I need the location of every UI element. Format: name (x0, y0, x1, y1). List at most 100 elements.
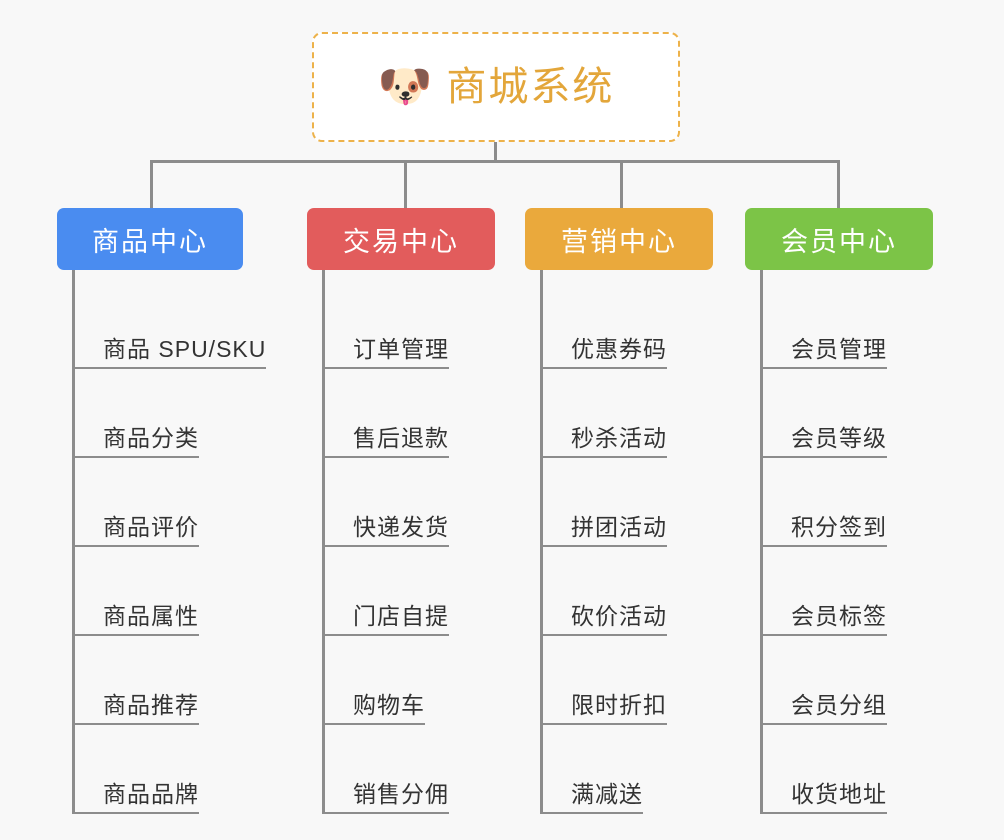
leaf-item-underline: 优惠券码 (540, 335, 667, 369)
shiba-dog-emoji-icon: 🐶 (377, 62, 433, 111)
leaf-item-label: 商品属性 (103, 602, 199, 629)
leaf-item[interactable]: 满减送 (540, 725, 713, 814)
leaf-item-underline: 商品属性 (72, 602, 199, 636)
connector-trunk (322, 270, 325, 814)
leaf-item-label: 积分签到 (791, 513, 887, 540)
leaf-item-underline: 快递发货 (322, 513, 449, 547)
leaf-item-label: 售后退款 (353, 424, 449, 451)
leaf-item-underline: 会员标签 (760, 603, 887, 636)
leaf-item-label: 商品品牌 (103, 780, 199, 807)
branch-column-1: 交易中心订单管理售后退款快递发货门店自提购物车销售分佣 (307, 208, 495, 814)
leaf-item-underline: 限时折扣 (540, 691, 667, 725)
leaf-item-underline: 商品品牌 (72, 780, 199, 814)
leaf-item[interactable]: 门店自提 (322, 547, 495, 636)
leaf-item-underline: 会员分组 (760, 691, 887, 725)
leaf-item-label: 优惠券码 (571, 335, 667, 362)
leaf-item[interactable]: 会员管理 (760, 280, 933, 369)
leaf-item-label: 销售分佣 (353, 780, 449, 807)
category-card-2[interactable]: 营销中心 (525, 208, 713, 270)
category-title: 交易中心 (343, 226, 459, 257)
connector-drop-1 (404, 160, 407, 208)
connector-root-stem (494, 142, 497, 162)
connector-bus (150, 160, 840, 163)
leaf-item[interactable]: 拼团活动 (540, 458, 713, 547)
leaf-item-label: 会员等级 (791, 424, 887, 451)
leaf-item-underline: 售后退款 (322, 424, 449, 458)
leaf-item[interactable]: 订单管理 (322, 280, 495, 369)
category-card-1[interactable]: 交易中心 (307, 208, 495, 270)
leaf-item-underline: 商品推荐 (72, 691, 199, 725)
leaf-list: 优惠券码秒杀活动拼团活动砍价活动限时折扣满减送 (525, 270, 713, 814)
leaf-item[interactable]: 售后退款 (322, 369, 495, 458)
leaf-item-label: 砍价活动 (571, 602, 667, 629)
connector-trunk (540, 270, 543, 814)
connector-trunk (72, 270, 75, 814)
leaf-item[interactable]: 会员等级 (760, 369, 933, 458)
leaf-list: 订单管理售后退款快递发货门店自提购物车销售分佣 (307, 270, 495, 814)
leaf-item[interactable]: 限时折扣 (540, 636, 713, 725)
leaf-list: 商品 SPU/SKU 商品分类商品评价商品属性商品推荐商品品牌 (57, 270, 267, 814)
leaf-item-label: 商品推荐 (103, 691, 199, 718)
category-title: 会员中心 (781, 226, 897, 257)
leaf-item[interactable]: 销售分佣 (322, 725, 495, 814)
leaf-item[interactable]: 商品品牌 (72, 725, 266, 814)
connector-drop-2 (620, 160, 623, 208)
leaf-item-underline: 收货地址 (760, 780, 887, 814)
category-card-3[interactable]: 会员中心 (745, 208, 933, 270)
leaf-item[interactable]: 商品分类 (72, 369, 266, 458)
leaf-item-underline: 销售分佣 (322, 780, 449, 814)
leaf-item[interactable]: 商品 SPU/SKU (72, 280, 267, 369)
leaf-item-underline: 商品 SPU/SKU (72, 335, 267, 369)
leaf-item-underline: 订单管理 (322, 335, 449, 369)
leaf-item-underline: 拼团活动 (540, 513, 667, 547)
leaf-item[interactable]: 商品推荐 (72, 636, 266, 725)
leaf-item-label: 商品 SPU/SKU (103, 335, 267, 362)
leaf-item-label: 订单管理 (353, 335, 449, 362)
leaf-item-underline: 门店自提 (322, 602, 449, 636)
root-node[interactable]: 🐶 商城系统 (312, 32, 680, 142)
leaf-item-underline: 砍价活动 (540, 602, 667, 636)
leaf-item[interactable]: 会员分组 (760, 636, 933, 725)
leaf-item[interactable]: 商品属性 (72, 547, 266, 636)
leaf-item-label: 会员管理 (791, 335, 887, 362)
leaf-item[interactable]: 积分签到 (760, 458, 933, 547)
leaf-item-label: 秒杀活动 (571, 424, 667, 451)
leaf-item-underline: 会员管理 (760, 335, 887, 369)
leaf-item-underline: 会员等级 (760, 424, 887, 458)
branch-column-3: 会员中心会员管理会员等级积分签到会员标签会员分组收货地址 (745, 208, 933, 814)
leaf-item-underline: 秒杀活动 (540, 424, 667, 458)
leaf-item-label: 商品评价 (103, 513, 199, 540)
leaf-item[interactable]: 砍价活动 (540, 547, 713, 636)
category-title: 营销中心 (561, 226, 677, 257)
leaf-item-label: 门店自提 (353, 602, 449, 629)
leaf-item-underline: 满减送 (540, 780, 643, 814)
connector-drop-0 (150, 160, 153, 208)
category-title: 商品中心 (92, 226, 208, 257)
leaf-item-label: 满减送 (571, 780, 643, 807)
leaf-item-underline: 购物车 (322, 691, 425, 725)
branch-column-2: 营销中心优惠券码秒杀活动拼团活动砍价活动限时折扣满减送 (525, 208, 713, 814)
leaf-item-label: 限时折扣 (571, 691, 667, 718)
branch-column-0: 商品中心商品 SPU/SKU 商品分类商品评价商品属性商品推荐商品品牌 (57, 208, 267, 814)
leaf-item-label: 拼团活动 (571, 513, 667, 540)
leaf-item[interactable]: 购物车 (322, 636, 495, 725)
leaf-item-label: 收货地址 (791, 780, 887, 807)
leaf-item[interactable]: 会员标签 (760, 547, 933, 636)
leaf-item-label: 快递发货 (353, 513, 449, 540)
leaf-item[interactable]: 商品评价 (72, 458, 266, 547)
leaf-item-label: 商品分类 (103, 424, 199, 451)
leaf-item[interactable]: 优惠券码 (540, 280, 713, 369)
category-card-0[interactable]: 商品中心 (57, 208, 243, 270)
leaf-item[interactable]: 秒杀活动 (540, 369, 713, 458)
leaf-item[interactable]: 收货地址 (760, 725, 933, 814)
leaf-item-label: 会员分组 (791, 691, 887, 718)
leaf-item-underline: 积分签到 (760, 513, 887, 547)
root-title: 商城系统 (446, 65, 615, 109)
leaf-item-underline: 商品分类 (72, 424, 199, 458)
connector-trunk (760, 270, 763, 814)
leaf-item[interactable]: 快递发货 (322, 458, 495, 547)
leaf-item-underline: 商品评价 (72, 513, 199, 547)
leaf-item-label: 购物车 (353, 691, 425, 718)
connector-drop-3 (837, 160, 840, 208)
